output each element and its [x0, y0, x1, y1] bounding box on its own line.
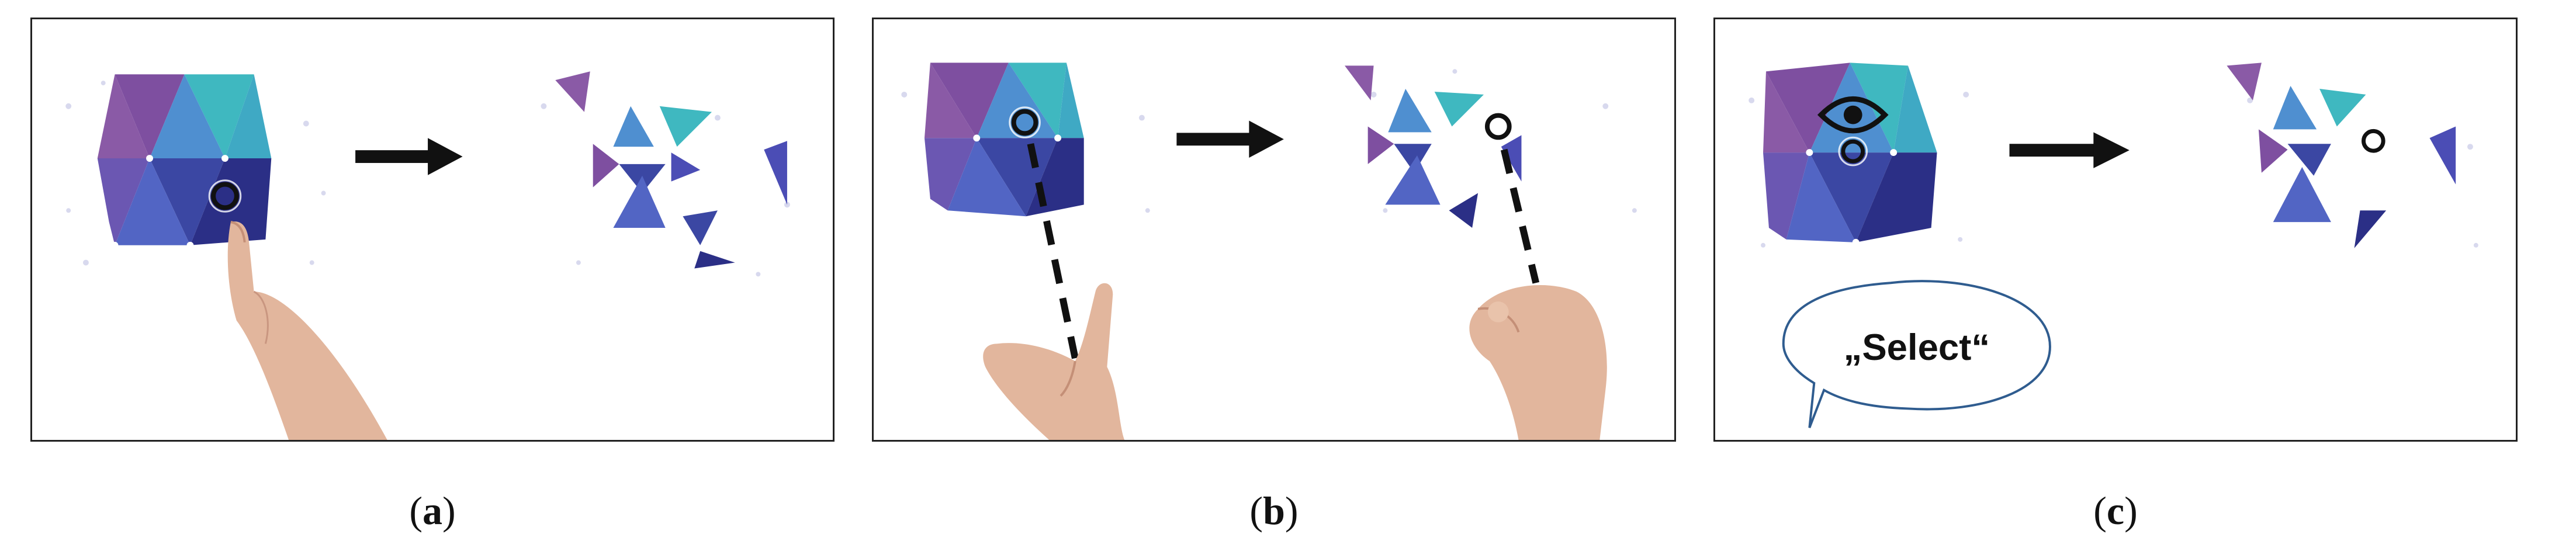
eye-icon: [1817, 96, 1889, 134]
background-dots: [901, 69, 1637, 213]
arrow-right-icon: [355, 138, 463, 175]
caption-a-open: (: [409, 488, 423, 533]
cursor-ring-icon: [208, 179, 242, 213]
cursor-ring-icon: [2359, 126, 2388, 156]
polyhedron-object[interactable]: [1763, 63, 1937, 246]
hand-icon: [1469, 285, 1607, 440]
caption-c-open: (: [2093, 488, 2107, 533]
finger-icon: [227, 221, 387, 440]
cursor-ring-icon: [1482, 110, 1515, 143]
caption-a-close: ): [442, 488, 456, 533]
arrow-right-icon: [2009, 132, 2130, 168]
speech-bubble-text: „Select“: [1844, 327, 1990, 368]
caption-b-close: ): [1284, 488, 1299, 533]
shattered-pieces: [1344, 65, 1522, 228]
background-dots: [65, 81, 790, 277]
shattered-pieces: [555, 71, 787, 269]
polyhedron-object[interactable]: [97, 74, 272, 249]
cursor-ring-icon: [1009, 106, 1041, 138]
polyhedron-object[interactable]: [924, 63, 1084, 217]
caption-a: (a): [30, 488, 835, 534]
caption-c-close: ): [2124, 488, 2138, 533]
hand-icon: [983, 283, 1125, 440]
panel-a-illustration: [65, 71, 790, 440]
caption-c-letter: c: [2106, 488, 2125, 533]
caption-b-letter: b: [1263, 488, 1285, 533]
caption-b: (b): [872, 488, 1676, 534]
panel-b-illustration: [901, 63, 1637, 440]
panel-c-illustration: „Select“: [1749, 63, 2478, 428]
panel-b: [872, 18, 1676, 442]
panel-a: [30, 18, 835, 442]
pointing-ray: [1500, 148, 1540, 284]
caption-a-letter: a: [423, 488, 442, 533]
panel-c: „Select“: [1713, 18, 2518, 442]
speech-bubble-icon: „Select“: [1782, 280, 2051, 428]
caption-c: (c): [1713, 488, 2518, 534]
cursor-ring-icon: [1838, 136, 1868, 166]
arrow-right-icon: [1176, 120, 1284, 158]
shattered-pieces: [2227, 63, 2456, 248]
caption-b-open: (: [1249, 488, 1263, 533]
